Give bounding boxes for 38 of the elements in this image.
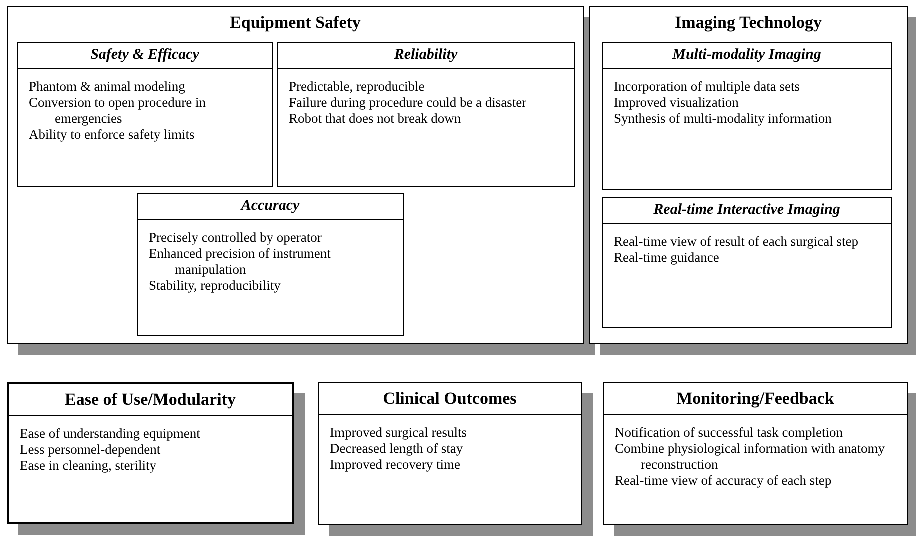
list-item: Decreased length of stay xyxy=(330,441,464,457)
list-item: Combine physiological information with anatomy reconstruction xyxy=(615,441,886,473)
list-item: Ease in cleaning, sterility xyxy=(20,458,158,474)
list-item: Real-time view of result of each surgical step xyxy=(614,234,860,250)
subcategory-box xyxy=(602,42,892,190)
list-item: Real-time view of accuracy of each step xyxy=(615,473,833,489)
section-heading: Real-time Interactive Imaging xyxy=(603,198,891,224)
list-item: Robot that does not break down xyxy=(289,111,462,127)
section-heading: Safety & Efficacy xyxy=(18,43,272,69)
list-item: Incorporation of multiple data sets xyxy=(614,79,801,95)
list-item: Ease of understanding equipment xyxy=(20,426,202,442)
list-item: Phantom & animal modeling xyxy=(29,79,186,95)
section-heading: Monitoring/Feedback xyxy=(604,383,907,415)
list-item: Improved surgical results xyxy=(330,425,468,441)
list-item: Predictable, reproducible xyxy=(289,79,426,95)
section-heading: Ease of Use/Modularity xyxy=(9,384,292,416)
list-item: Notification of successful task completion xyxy=(615,425,844,441)
section-heading: Multi-modality Imaging xyxy=(603,43,891,69)
subcategory-box xyxy=(17,42,273,187)
list-item: Improved recovery time xyxy=(330,457,462,473)
section-heading: Reliability xyxy=(278,43,574,69)
list-item: Ability to enforce safety limits xyxy=(29,127,196,143)
list-item: Precisely controlled by operator xyxy=(149,230,323,246)
section-heading: Imaging Technology xyxy=(674,12,823,33)
section-heading: Clinical Outcomes xyxy=(319,383,581,415)
list-item: Failure during procedure could be a disaster xyxy=(289,95,528,111)
subcategory-box xyxy=(602,197,892,328)
list-item: Less personnel-dependent xyxy=(20,442,162,458)
subcategory-box xyxy=(277,42,575,187)
list-item: Synthesis of multi-modality information xyxy=(614,111,833,127)
list-item: Improved visualization xyxy=(614,95,740,111)
section-heading: Equipment Safety xyxy=(229,12,362,33)
list-item: Stability, reproducibility xyxy=(149,278,282,294)
subcategory-box xyxy=(137,193,404,336)
list-item: Enhanced precision of instrument manipulation xyxy=(149,246,332,278)
list-item: Real-time guidance xyxy=(614,250,720,266)
list-item: Conversion to open procedure in emergencies xyxy=(29,95,207,127)
section-heading: Accuracy xyxy=(138,194,403,220)
